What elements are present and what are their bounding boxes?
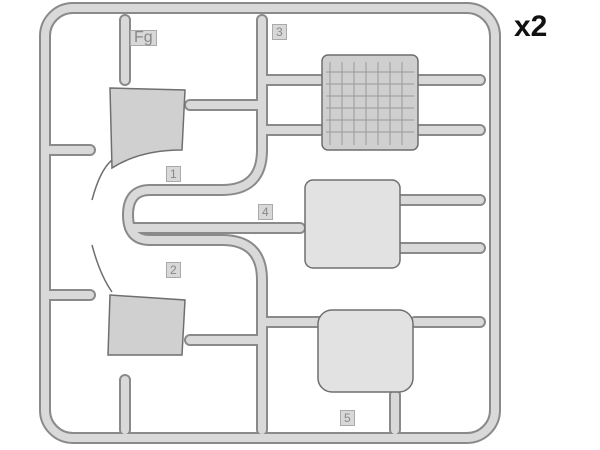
part-number-4: 4 [258, 204, 273, 220]
sprue-letter-tag: Fg [130, 30, 157, 46]
part-number-3: 3 [272, 24, 287, 40]
bag-part-5 [317, 309, 414, 393]
bag-part-4 [304, 179, 401, 269]
quantity-label: x2 [514, 10, 548, 43]
seat-part-2 [107, 294, 186, 356]
part-number-1: 1 [166, 166, 181, 182]
seat-part-1 [109, 87, 186, 170]
part-number-2: 2 [166, 262, 181, 278]
mesh-part-3 [321, 54, 419, 151]
part-number-5: 5 [340, 410, 355, 426]
